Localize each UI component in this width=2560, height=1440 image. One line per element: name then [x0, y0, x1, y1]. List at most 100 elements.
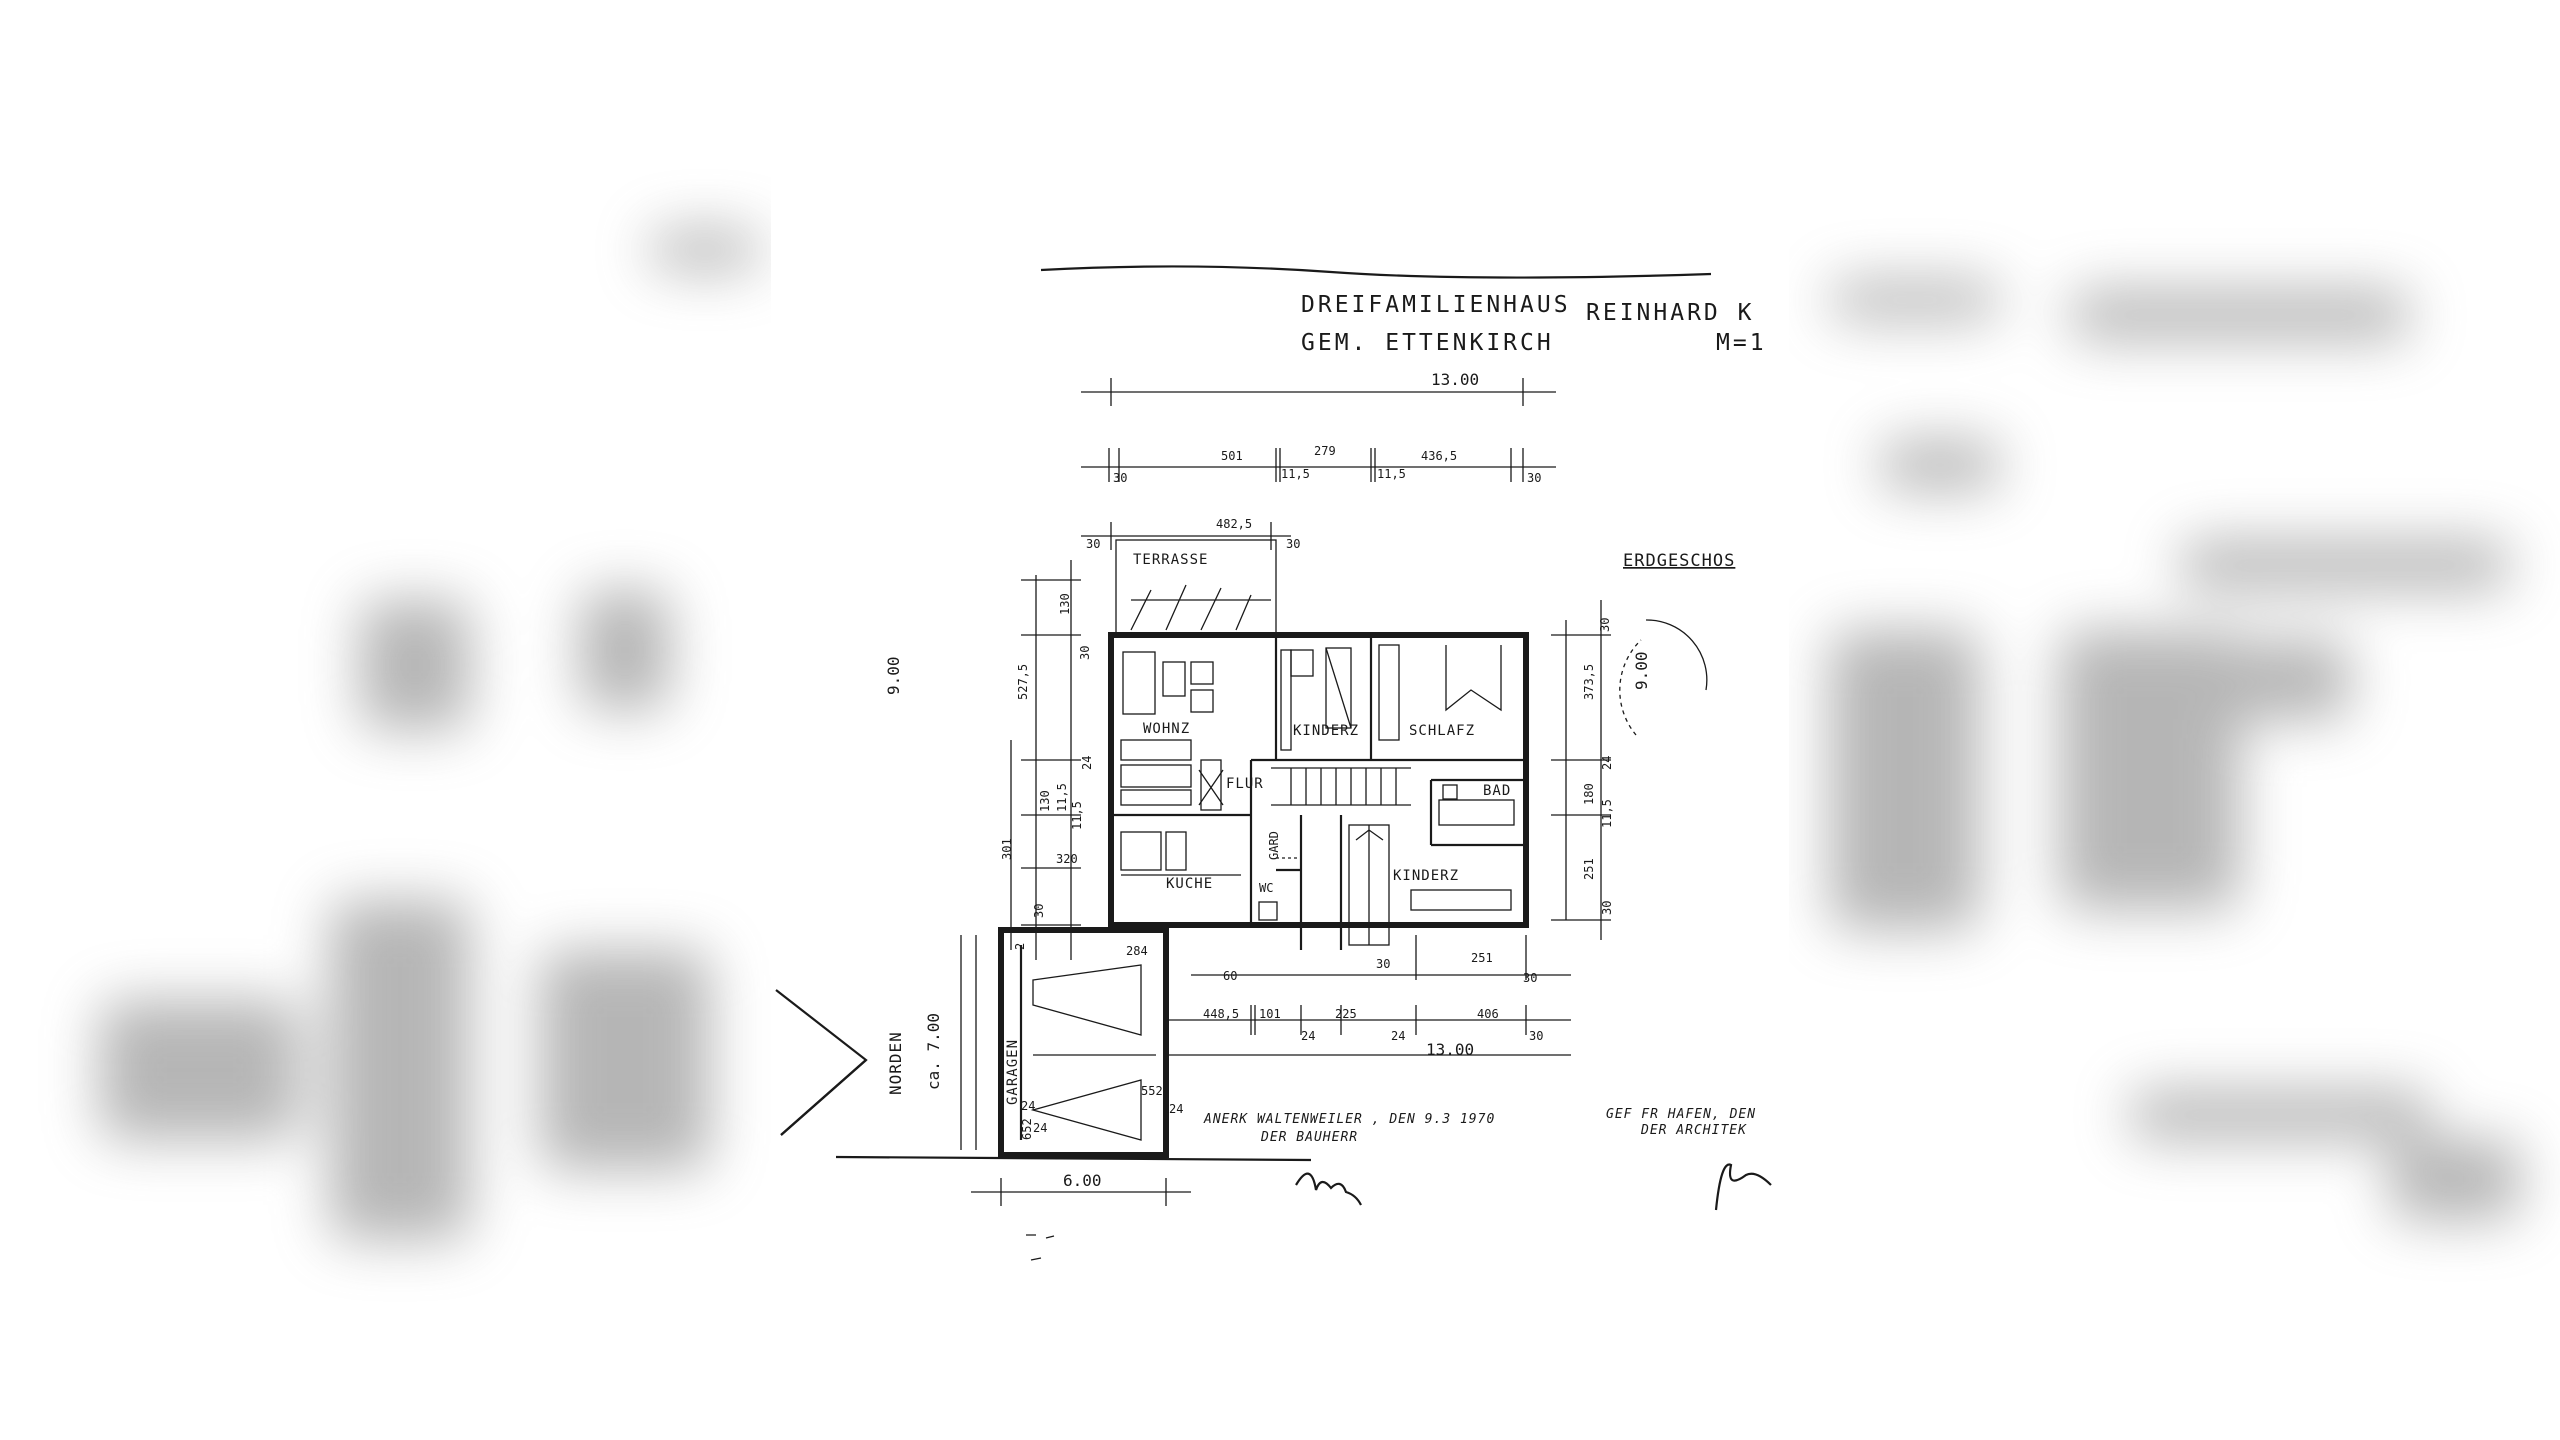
dimension-right: 9.00 30 373,5 24 180 11,5 251 30	[1551, 600, 1651, 940]
north-label: NORDEN	[886, 1031, 905, 1095]
dim-garage-6: 24	[1169, 1102, 1183, 1116]
dim-left-3: 527,5	[1016, 664, 1030, 700]
kitchen: KUCHE	[1120, 831, 1241, 892]
floor-label: ERDGESCHOS	[1623, 551, 1735, 571]
living-room-furniture: WOHNZ	[1120, 651, 1222, 811]
dim-right-6: 251	[1582, 858, 1596, 880]
ground-line	[835, 1155, 1312, 1162]
dim-bottom-5: 24	[1391, 1029, 1405, 1043]
garage: GARAGEN 284 552 652 24 24 24 60 2 ca. 7.…	[924, 927, 1237, 1158]
dim-top-2: 501	[1221, 449, 1243, 463]
dim-bottom2-1: 30	[1376, 957, 1390, 971]
house-walls	[1108, 632, 1529, 950]
kinderz-room-2: KINDERZ	[1393, 868, 1512, 911]
room-kuche: KUCHE	[1166, 876, 1213, 892]
room-kinderz-1: KINDERZ	[1293, 723, 1359, 739]
dim-garage-3: 652	[1020, 1118, 1034, 1140]
dim-bottom2-3: 30	[1523, 971, 1537, 985]
dim-width-top: 13.00	[1431, 370, 1479, 389]
dimension-left: 9.00 130 30 527,5 24 11,5 130 11,5 301 3…	[884, 560, 1094, 960]
dim-bottom-3: 24	[1301, 1029, 1315, 1043]
dimension-overall-top: 13.00	[1081, 370, 1556, 406]
floor-plan-sheet: DREIFAMILIENHAUS REINHARD K GEM. ETTENKI…	[771, 0, 1789, 1440]
room-wohnz: WOHNZ	[1143, 721, 1190, 737]
dim-left-9: 320	[1056, 852, 1078, 866]
stair	[1348, 824, 1390, 946]
dim-garage-2: 552	[1141, 1084, 1163, 1098]
signature-bauherr	[1295, 1172, 1362, 1206]
dim-terrace-2: 482,5	[1216, 517, 1252, 531]
room-garagen: GARAGEN	[1005, 1039, 1021, 1105]
dim-left-10: 30	[1032, 904, 1046, 918]
dim-right-2: 373,5	[1582, 664, 1596, 700]
dim-bottom-2: 101	[1259, 1007, 1281, 1021]
dim-garage-width: 6.00	[1063, 1171, 1102, 1190]
dim-terrace-1: 30	[1086, 537, 1100, 551]
terrace: TERRASSE	[1115, 539, 1277, 636]
dim-garage-4: 24	[1021, 1099, 1035, 1113]
title-owner: REINHARD K	[1586, 300, 1754, 326]
dim-top-4: 279	[1314, 444, 1336, 458]
dim-bottom-1: 448,5	[1203, 1007, 1239, 1021]
dim-left-2: 30	[1078, 646, 1092, 660]
door-arcs	[1619, 619, 1708, 736]
dim-garage-1: 284	[1126, 944, 1148, 958]
dim-terrace-3: 30	[1286, 537, 1300, 551]
title-house: DREIFAMILIENHAUS	[1301, 292, 1571, 318]
architect-line-2: DER ARCHITEK	[1640, 1123, 1747, 1138]
dim-right-1: 30	[1598, 618, 1612, 632]
dim-right-4: 180	[1582, 783, 1596, 805]
top-border-line	[1040, 265, 1712, 279]
scan-specks	[1026, 1234, 1055, 1261]
gard-wc: GARD WC	[1258, 831, 1299, 921]
dimension-chain-bottom: 30 251 30 448,5 101 24 225 24 406 30 13.…	[971, 935, 1571, 1206]
room-kinderz-2: KINDERZ	[1393, 868, 1459, 884]
room-wc: WC	[1259, 881, 1273, 895]
approval-line-2: DER BAUHERR	[1260, 1130, 1358, 1145]
room-terrasse: TERRASSE	[1133, 552, 1208, 568]
dim-garage-8: 2	[1013, 943, 1027, 950]
dim-left-4: 24	[1080, 756, 1094, 770]
dimension-chain-top: 30 501 11,5 279 11,5 436,5 30	[1081, 444, 1556, 485]
dim-garage-depth: ca. 7.00	[924, 1013, 943, 1090]
approval-block: ANERK WALTENWEILER , DEN 9.3 1970 DER BA…	[1203, 1107, 1756, 1145]
dim-top-3: 11,5	[1281, 467, 1310, 481]
dim-garage-5: 24	[1033, 1121, 1047, 1135]
architect-line-1: GEF FR HAFEN, DEN	[1606, 1107, 1756, 1122]
title-scale: M=1	[1716, 330, 1767, 356]
dimension-terrace: 30 482,5 30	[1081, 517, 1300, 551]
dim-top-1: 30	[1113, 471, 1127, 485]
room-flur: FLUR	[1226, 776, 1264, 792]
room-gard: GARD	[1267, 831, 1281, 860]
approval-line-1: ANERK WALTENWEILER , DEN 9.3 1970	[1203, 1112, 1495, 1127]
dim-left-5: 11,5	[1055, 783, 1069, 812]
title-location: GEM. ETTENKIRCH	[1301, 330, 1554, 356]
dim-width-bottom: 13.00	[1426, 1040, 1474, 1059]
dim-top-7: 30	[1527, 471, 1541, 485]
dim-left-7: 11,5	[1070, 801, 1084, 830]
dim-bottom-4: 225	[1335, 1007, 1357, 1021]
floor-plan-drawing: DREIFAMILIENHAUS REINHARD K GEM. ETTENKI…	[775, 265, 1772, 1261]
room-schlafz: SCHLAFZ	[1409, 723, 1475, 739]
dim-right-5: 11,5	[1600, 799, 1614, 828]
dim-bottom-7: 30	[1529, 1029, 1543, 1043]
dim-left-6: 130	[1038, 790, 1052, 812]
dim-top-6: 436,5	[1421, 449, 1457, 463]
dim-left-8: 301	[1000, 838, 1014, 860]
dim-left-1: 130	[1058, 593, 1072, 615]
schlafz-room: SCHLAFZ	[1378, 644, 1502, 741]
kinderz-room-1: KINDERZ	[1280, 647, 1359, 751]
dim-bottom-6: 406	[1477, 1007, 1499, 1021]
dim-right-7: 30	[1600, 901, 1614, 915]
signature-architekt	[1714, 1163, 1772, 1211]
room-bad: BAD	[1483, 783, 1511, 799]
dim-depth-right: 9.00	[1632, 651, 1651, 690]
dim-garage-7: 60	[1223, 969, 1237, 983]
flur: FLUR	[1198, 767, 1411, 806]
north-arrow: NORDEN	[775, 989, 905, 1136]
dim-bottom2-2: 251	[1471, 951, 1493, 965]
dim-top-5: 11,5	[1377, 467, 1406, 481]
dim-right-3: 24	[1600, 756, 1614, 770]
bathroom: BAD	[1438, 783, 1515, 826]
